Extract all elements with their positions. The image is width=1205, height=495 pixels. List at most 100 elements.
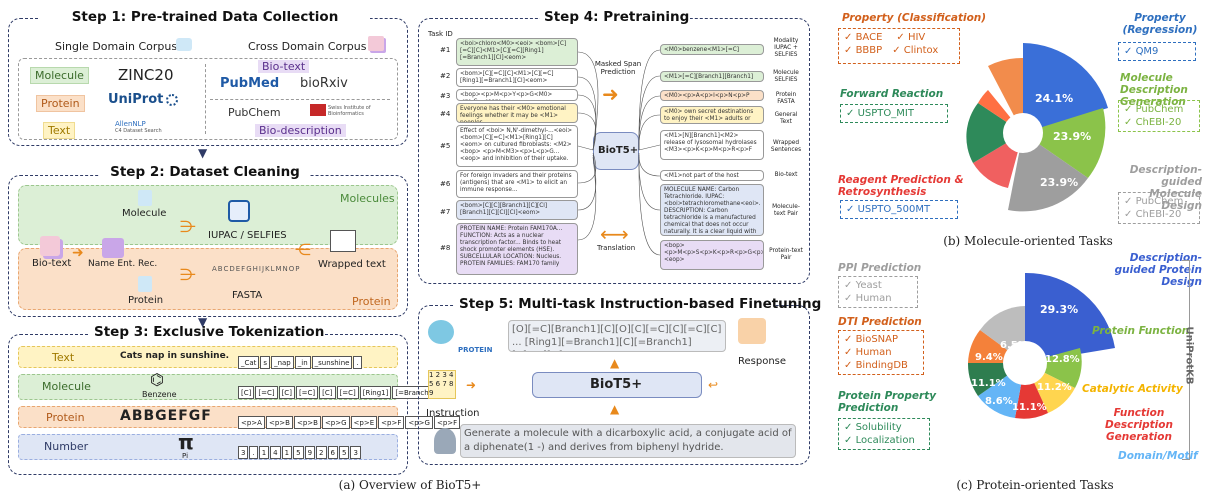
arrow-icon: ➜ [72,245,84,261]
token: <p>B [265,416,293,429]
right-arrow-icon: ➜ [466,378,477,392]
task-output: <M0> own secret destinations to enjoy th… [660,106,764,124]
slice-mol-desc [1023,108,1106,178]
token-row-molecule-input: Benzene [142,390,177,399]
token: <p>F [378,416,405,429]
pubchem-item: PubChem [1124,103,1194,116]
step5-title: Step 5: Multi-task Instruction-based Fin… [455,296,821,312]
task-id: #2 [440,72,451,80]
task-input: <bom>[C][C][Branch1][C][Cl][Branch1][C][… [456,200,578,220]
molecule-source: Molecule [122,208,167,219]
task-modality: Molecule SELFIES [773,70,799,83]
task-modality: Modality IUPAC + SELFIES [773,38,799,58]
prot-pct-domain: 8.6% [985,396,1013,407]
translation-label: Translation [597,244,636,252]
prot-donut [930,268,1120,458]
reagent-box: USPTO_500MT [840,200,958,219]
step1-title: Step 1: Pre-trained Data Collection [40,9,370,25]
localization-item: Localization [844,434,924,447]
task-input: <bop><p>M<p>Y<p>G<M0><p>C...<eop> [456,89,578,101]
iupac-icon [228,200,250,222]
bace-item: BACE [844,31,883,44]
allennlp-sub: C4 Dataset Search [115,128,162,134]
taskid-header: Task ID [428,30,453,38]
response-box: [O][=C][Branch1][C][O][C][=C][C][=C][C] … [508,320,726,352]
step-arrow-2-3-icon: ▼ [198,315,208,329]
token-row-molecule-tokens: [C][=C][C][=C][C][=C][Ring1][=Branch1] [238,380,440,399]
protein-region [18,248,398,310]
wrapped-text-icon [330,230,356,252]
token-row-protein-label: Protein [46,411,85,424]
molecules-region-label: Molecules [340,192,395,205]
token-row-text-input: Cats nap in sunshine. [120,351,230,361]
prot-pct-function: 12.8% [1045,354,1080,365]
token-row-protein-tokens: <p>A<p>B<p>B<p>G<p>E<p>F<p>G<p>F [238,410,461,429]
token: 9 [304,446,316,459]
corpus-icon [176,38,192,51]
text-chip: Text [43,122,76,139]
token: [C] [278,386,295,399]
token: 3 [350,446,361,459]
pubchem-item-2: PubChem [1124,195,1194,208]
token: [C] [238,386,255,399]
task-output: <M1>not part of the host [660,170,764,181]
uniprotkb-bracket [1182,260,1190,460]
number-grid: 1 2 3 4 5 6 7 8 9 [428,370,456,399]
prop-class-box: BACEHIV BBBPClintox [838,28,960,64]
token: <p>E [350,416,378,429]
caption-b: (b) Molecule-oriented Tasks [943,234,1113,248]
prot-pct-ppp: 11.1% [971,378,1006,389]
biotext-label: Bio-text [258,60,310,73]
iupac-label: IUPAC / SELFIES [208,230,287,241]
divider-line-h [210,99,390,100]
token: . [249,446,258,459]
task-id: #6 [440,180,451,188]
token: 4 [270,446,281,459]
token: [=C] [336,386,359,399]
single-domain-label: Single Domain Corpus [55,40,178,53]
task-id: #7 [440,208,451,216]
token: _nap [271,356,294,369]
step4-title: Step 4: Pretraining [540,9,690,25]
step3-title: Step 3: Exclusive Tokenization [90,324,325,340]
protein-region-label: Protein [352,295,391,308]
fasta-letters: ABCDEFGHIJKLMNOP [212,265,301,273]
fasta-label: FASTA [232,290,263,301]
instruction-box: Generate a molecule with a dicarboxylic … [460,424,796,458]
prot-pct-dti: 9.4% [975,352,1003,363]
sib-logo-icon [310,104,326,116]
model-node [593,132,639,170]
ppp-title: Protein Property Prediction [838,390,937,414]
task-id: #4 [440,110,451,118]
solubility-item: Solubility [844,421,924,434]
finetune-model [532,372,702,398]
mol-donut [928,38,1118,228]
task-input: PROTEIN NAME: Protein FAM170A... FUNCTIO… [456,223,578,275]
wrapped-text-label: Wrapped text [318,259,386,270]
task-input: <boi>chloro<M0><eoi> <bom>[C][=C][C]<M1>… [456,38,578,66]
dti-title: DTI Prediction [838,316,922,328]
divider-line [205,64,206,134]
uspto-mit-item: USPTO_MIT [846,108,914,119]
molecule-chip: Molecule [30,67,89,84]
func-desc-label: Function Description Generation [1105,407,1173,443]
uspto-500mt-item: USPTO_500MT [846,204,930,215]
chebi-item-2: ChEBI-20 [1124,208,1194,221]
merge-arrow-icon: ⋲ [295,240,311,259]
token: 5 [293,446,304,459]
biodesc-label: Bio-description [255,124,346,137]
task-input: Everyone has their <M0> emotional feelin… [456,103,578,123]
scientist-icon [434,428,456,454]
masked-span-label: Masked Span Prediction [594,60,642,76]
task-id: #5 [440,142,451,150]
ppi-box: Yeast Human [838,276,918,308]
token: <p>G [321,416,350,429]
task-modality: Protein FASTA [775,92,797,105]
task-output: <M1>[=C][Branch1][Branch1] [660,71,764,82]
token-row-text-label: Text [52,351,75,364]
human-item: Human [844,292,912,305]
task-id: #1 [440,46,451,54]
ner-label: Name Ent. Rec. [88,259,158,269]
